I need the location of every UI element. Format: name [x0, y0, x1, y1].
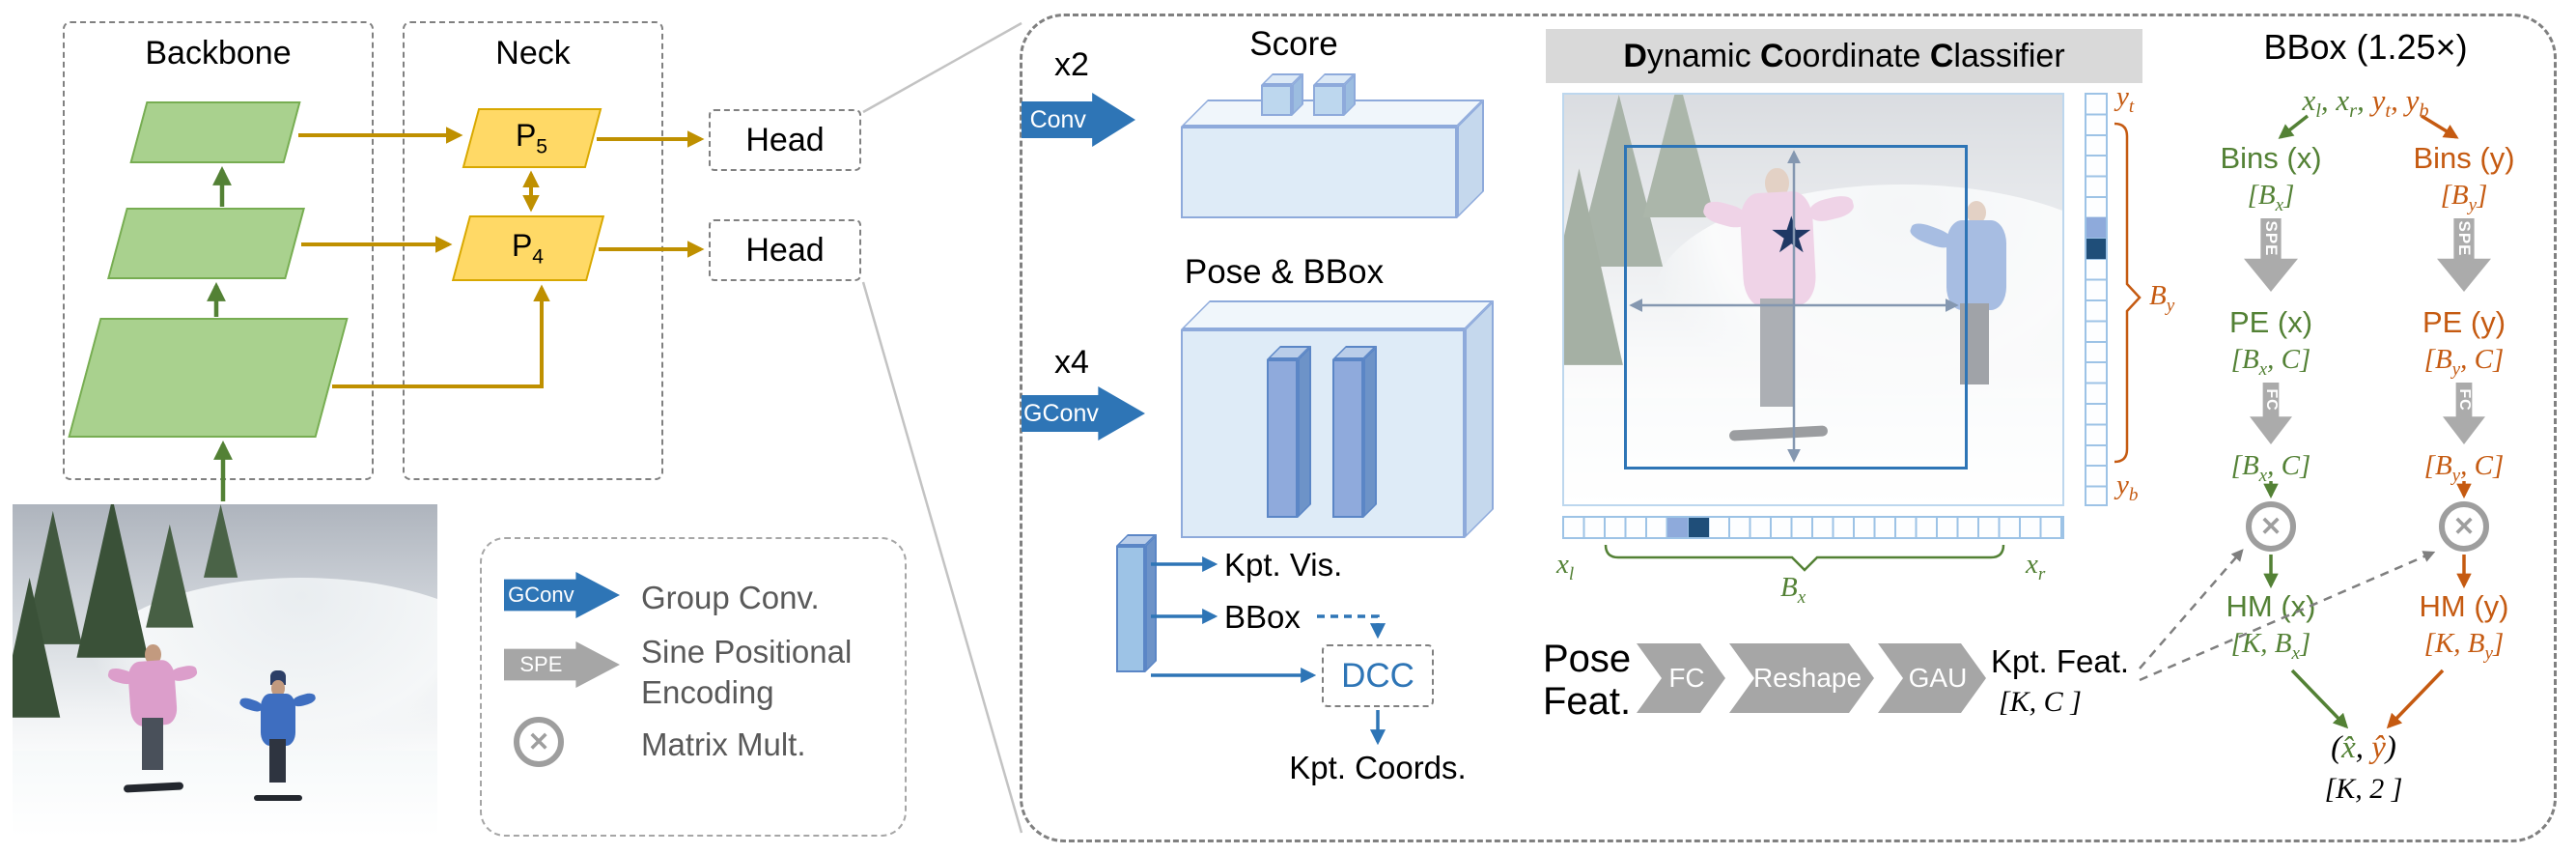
dcc-title: Dynamic Coordinate Classifier: [1623, 37, 2065, 74]
conv-arrow-icon: Conv: [1022, 93, 1135, 147]
bins-y-label: Bins (y): [2413, 141, 2515, 175]
x-bin-active: [1689, 518, 1709, 537]
legend-matmul-text: Matrix Mult.: [641, 726, 806, 762]
fc-x-dim: [Bx, C]: [2230, 450, 2311, 486]
bins-x-label: Bins (x): [2220, 141, 2322, 175]
kpt-feat-dim: [K, C ]: [1999, 686, 2082, 718]
bins-x-dim: [Bx]: [2247, 180, 2295, 215]
pose-slab-1: [1267, 359, 1298, 518]
x-bins-strip: [1562, 516, 2064, 539]
bx-label: Bx: [1780, 572, 1806, 608]
bbox-coords-row: xl, xr, yt, yb: [2302, 83, 2429, 123]
p4-label: P4: [512, 227, 545, 269]
pose-feat-line2: Feat.: [1543, 680, 1632, 723]
legend-spe-text-line1: Sine Positional: [641, 634, 853, 669]
y-bins-strip: [2085, 93, 2108, 506]
legend-spe-text-line2: Encoding: [641, 674, 774, 710]
output-coords: (x̂, ŷ): [2331, 730, 2396, 765]
feature-map-large: [68, 318, 349, 438]
bins-y-dim: [By]: [2440, 180, 2488, 215]
pose-feat-line1: Pose: [1543, 638, 1632, 680]
hm-x-label: HM (x): [2226, 589, 2316, 623]
snow-ground: [13, 751, 437, 838]
feature-map-small: [129, 101, 301, 163]
y-top-label: yt: [2116, 81, 2135, 117]
keypoint-star-icon: ★: [1769, 208, 1814, 264]
matmul-icon-x: ✕: [2246, 501, 2296, 552]
kpt-coords-label: Kpt. Coords.: [1289, 750, 1467, 785]
pyramid-level-p4: P4: [451, 215, 605, 281]
pe-x-dim: [Bx, C]: [2230, 344, 2311, 380]
head-bottom-label: Head: [745, 231, 825, 269]
bbox-rect: [1624, 145, 1968, 470]
line: [862, 21, 1022, 114]
output-dim: [K, 2 ]: [2324, 773, 2403, 805]
head-box-top: Head: [709, 109, 861, 171]
snowboarders-photo: [13, 504, 437, 838]
kpt-feat-label: Kpt. Feat.: [1991, 643, 2130, 679]
y-bin-soft: [2086, 217, 2106, 238]
dcc-node: DCC: [1322, 644, 1434, 707]
pe-y-dim: [By, C]: [2423, 344, 2505, 380]
bbox-scale-title: BBox (1.25×): [2263, 27, 2468, 67]
hm-y-label: HM (y): [2419, 589, 2509, 623]
score-cube-1: [1261, 85, 1292, 116]
spe-down-arrow-y: SPE: [2437, 218, 2491, 292]
gconv-mult: x4: [1054, 344, 1089, 381]
score-title: Score: [1249, 25, 1338, 63]
y-bottom-label: yb: [2116, 470, 2139, 505]
score-cube-2: [1313, 85, 1344, 116]
spe-arrow-label: SPE: [519, 652, 563, 676]
x-bin-soft: [1667, 518, 1688, 537]
backbone-title: Backbone: [145, 35, 292, 71]
gconv-arrow-icon: GConv: [504, 572, 620, 618]
x-left-label: xl: [1556, 549, 1575, 584]
head-box-bottom: Head: [709, 219, 861, 281]
fc-down-arrow-x: FC: [2250, 383, 2292, 444]
y-bin-active: [2086, 239, 2106, 259]
skier-blue: [238, 669, 317, 802]
pyramid-level-p5: P5: [462, 108, 602, 168]
bbox-label: BBox: [1224, 599, 1301, 635]
dcc-node-label: DCC: [1341, 656, 1414, 695]
head-top-label: Head: [745, 121, 825, 158]
gconv-arrow-label-2: GConv: [1023, 399, 1099, 427]
p5-label: P5: [516, 117, 548, 158]
spe-arrow-icon: SPE: [504, 641, 620, 688]
conv-arrow-label: Conv: [1029, 105, 1086, 133]
matmul-icon: ✕: [514, 717, 564, 767]
dcc-title-bar: Dynamic Coordinate Classifier: [1546, 29, 2142, 83]
gconv-arrow-icon-2: GConv: [1022, 386, 1145, 441]
fc-down-arrow-y: FC: [2443, 383, 2485, 444]
pose-slab-2: [1332, 359, 1363, 518]
pose-bbox-title: Pose & BBox: [1184, 253, 1385, 291]
kpt-vis-label: Kpt. Vis.: [1224, 547, 1343, 583]
fc-y-dim: [By, C]: [2423, 450, 2505, 486]
pe-x-label: PE (x): [2228, 305, 2313, 339]
hm-x-dim: [K, Bx]: [2230, 628, 2311, 664]
neck-title: Neck: [495, 35, 571, 71]
tree-icon: [203, 504, 238, 578]
skier-pink: [107, 643, 199, 793]
photo-scene: [13, 504, 437, 838]
dcc-photo: ★: [1562, 93, 2064, 506]
matmul-icon-y: ✕: [2439, 501, 2489, 552]
feature-map-mid: [107, 208, 305, 279]
gconv-arrow-label: GConv: [508, 583, 574, 607]
spe-down-arrow-x: SPE: [2244, 218, 2298, 292]
by-label: By: [2149, 280, 2175, 316]
pe-y-label: PE (y): [2422, 305, 2506, 339]
hm-y-dim: [K, By]: [2423, 628, 2505, 664]
x-right-label: xr: [2026, 549, 2046, 584]
legend-gconv-text: Group Conv.: [641, 580, 820, 615]
conv-mult: x2: [1054, 46, 1089, 83]
backbone-box: [63, 21, 374, 480]
